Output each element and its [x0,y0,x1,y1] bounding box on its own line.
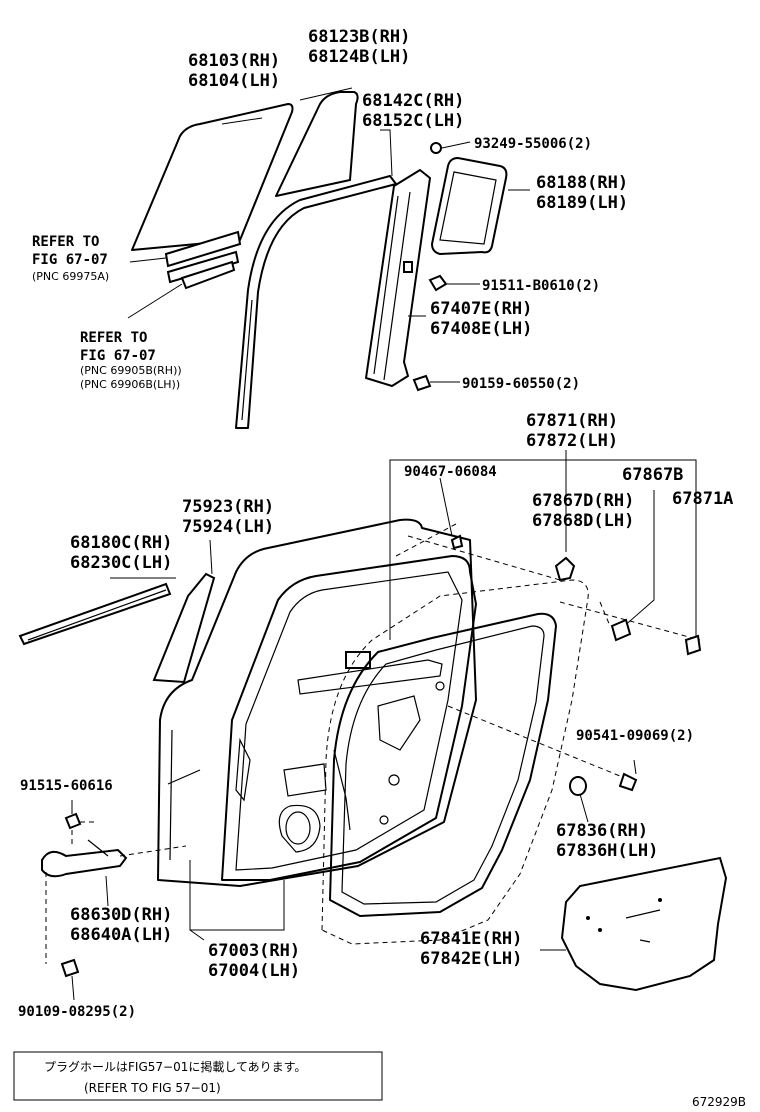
label-67871A: 67871A [672,489,733,509]
label-68630: 68630D(RH) 68640A(LH) [70,905,172,945]
svg-text:75923(RH): 75923(RH) [182,497,274,517]
svg-text:68230C(LH): 68230C(LH) [70,553,172,573]
label-90467: 90467-06084 [404,464,497,480]
bolt-91511 [428,274,448,292]
quarter-glass [275,91,359,197]
bolt-90541 [618,772,638,792]
glass-channel-front [164,230,242,268]
label-68123: 68123B(RH) 68124B(LH) [308,27,410,67]
svg-text:68640A(LH): 68640A(LH) [70,925,172,945]
note-box [13,1051,383,1101]
label-67841: 67841E(RH) 67842E(LH) [420,929,522,969]
label-67867D: 67867D(RH) 67868D(LH) [532,491,634,531]
label-68142: 68142C(RH) 68152C(LH) [362,91,464,131]
label-75923: 75923(RH) 75924(LH) [182,497,274,537]
svg-text:68152C(LH): 68152C(LH) [362,111,464,131]
svg-text:67836(RH): 67836(RH) [556,821,648,841]
hole-plug [569,776,587,796]
door-glass [131,103,294,251]
speaker-hole [285,811,311,845]
svg-text:75924(LH): 75924(LH) [182,517,274,537]
service-hole-cover [560,856,728,992]
svg-text:(PNC 69906B(LH)): (PNC 69906B(LH)) [80,378,180,391]
division-bar [365,169,431,387]
svg-text:68630D(RH): 68630D(RH) [70,905,172,925]
label-67871: 67871(RH) 67872(LH) [526,411,618,451]
label-91511: 91511-B0610(2) [482,278,600,294]
svg-text:67872(LH): 67872(LH) [526,431,618,451]
bolt-90109 [60,958,80,978]
svg-text:67408E(LH): 67408E(LH) [430,319,532,339]
leader-67871 [389,459,697,640]
panel-hole-2 [379,815,389,825]
note-line-en: (REFER TO FIG 57−01) [84,1081,221,1095]
figure-id: 672929B [692,1095,746,1109]
speaker-opening [278,804,321,853]
svg-text:67867D(RH): 67867D(RH) [532,491,634,511]
label-67003: 67003(RH) 67004(LH) [208,941,300,981]
svg-text:68142C(RH): 68142C(RH) [362,91,464,111]
service-hole-upper [377,695,421,751]
panel-hole-1 [388,774,400,786]
svg-text:67003(RH): 67003(RH) [208,941,300,961]
svg-text:68104(LH): 68104(LH) [188,71,280,91]
svg-text:68188(RH): 68188(RH) [536,173,628,193]
door-check [41,848,128,878]
screw-90159 [412,374,432,392]
clip-67867D [554,556,576,582]
door-glass-run [235,175,397,429]
label-90159: 90159-60550(2) [462,376,580,392]
panel-hole-3 [435,681,445,691]
svg-text:67841E(RH): 67841E(RH) [420,929,522,949]
svg-text:68103(RH): 68103(RH) [188,51,280,71]
svg-text:68189(LH): 68189(LH) [536,193,628,213]
svg-text:FIG 67-07: FIG 67-07 [80,348,156,364]
screw-90467 [450,534,464,550]
label-67407: 67407E(RH) 67408E(LH) [430,299,532,339]
note-line-jp: プラグホールはFIG57−01に掲載してあります。 [44,1059,306,1074]
svg-text:REFER TO: REFER TO [80,330,147,346]
svg-text:REFER TO: REFER TO [32,234,99,250]
label-ref2: REFER TO FIG 67-07 (PNC 69905B(RH)) (PNC… [80,330,182,391]
label-68180: 68180C(RH) 68230C(LH) [70,533,172,573]
label-68188: 68188(RH) 68189(LH) [536,173,628,213]
label-91515: 91515-60616 [20,778,113,794]
svg-text:68123B(RH): 68123B(RH) [308,27,410,47]
pillar-garnish [152,572,216,684]
svg-text:(PNC 69905B(RH)): (PNC 69905B(RH)) [80,364,182,377]
svg-text:67004(LH): 67004(LH) [208,961,300,981]
seal-outline-dashed [321,579,589,945]
svg-text:67871(RH): 67871(RH) [526,411,618,431]
quarter-weatherstrip [431,157,508,255]
svg-text:(PNC 69975A): (PNC 69975A) [32,270,109,283]
door-shell-outer [157,518,477,887]
glass-channel-rear [166,250,240,284]
clip-67867B [610,618,632,642]
svg-text:68124B(LH): 68124B(LH) [308,47,410,67]
clip-67871A [684,634,702,656]
label-67867B: 67867B [622,465,683,485]
door-weatherstrip [329,612,557,917]
screw-93249 [430,142,442,154]
svg-text:68180C(RH): 68180C(RH) [70,533,172,553]
label-ref1: REFER TO FIG 67-07 (PNC 69975A) [32,234,109,283]
svg-text:FIG 67-07: FIG 67-07 [32,252,108,268]
label-90109: 90109-08295(2) [18,1004,136,1020]
svg-text:67407E(RH): 67407E(RH) [430,299,532,319]
svg-text:67868D(LH): 67868D(LH) [532,511,634,531]
bolt-91515 [64,812,82,830]
label-93249: 93249-55006(2) [474,136,592,152]
svg-text:67842E(LH): 67842E(LH) [420,949,522,969]
clip-division-bar [403,261,413,273]
label-68103: 68103(RH) 68104(LH) [188,51,280,91]
label-67836: 67836(RH) 67836H(LH) [556,821,658,861]
svg-text:67836H(LH): 67836H(LH) [556,841,658,861]
label-90541: 90541-09069(2) [576,728,694,744]
door-frame [221,555,477,881]
glass-channel-lower [180,260,236,290]
